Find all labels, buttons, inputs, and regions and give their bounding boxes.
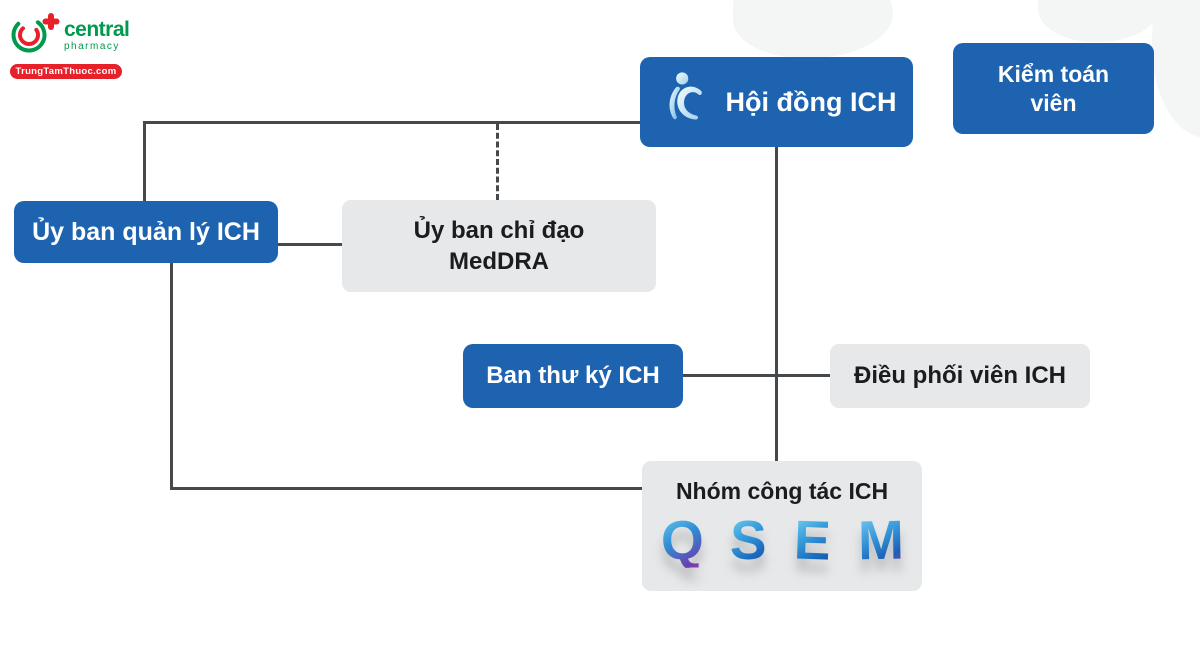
node-label: Ủy ban quản lý ICH [32, 217, 260, 246]
node-label-line1: Ủy ban chỉ đạo [413, 216, 585, 244]
node-auditor: Kiểm toán viên [953, 43, 1154, 134]
connector-dashed-to-meddra [496, 124, 499, 200]
brand-badge: TrungTamThuoc.com [10, 64, 122, 79]
node-label: Kiểm toán viên [997, 60, 1110, 116]
brand-name: central [64, 18, 130, 41]
node-label: Hội đồng ICH [725, 86, 897, 117]
letter-q: Q [659, 508, 705, 572]
node-ich-assembly: Hội đồng ICH [640, 57, 913, 147]
background-map-blob [733, 0, 893, 58]
central-pharmacy-logo: central pharmacy TrungTamThuoc.com [10, 10, 130, 79]
node-label-line2: MedDRA [449, 248, 549, 275]
connector-assembly-to-left [143, 121, 640, 124]
letter-e: E [792, 508, 832, 572]
node-meddra-committee: Ủy ban chỉ đạo MedDRA [342, 200, 656, 292]
node-label: Ban thư ký ICH [486, 362, 660, 389]
node-label: Nhóm công tác ICH [675, 478, 889, 504]
connector-management-to-meddra [278, 243, 342, 246]
node-secretariat: Ban thư ký ICH [463, 344, 683, 408]
background-map-blob [1152, 0, 1200, 138]
connector-to-working-group-left [170, 487, 643, 490]
qsem-3d-letters: Q S E M [659, 508, 905, 572]
connector-secretariat-to-coordinator [683, 374, 830, 377]
brand-subname: pharmacy [64, 41, 120, 52]
background-map-blob [1038, 0, 1160, 42]
node-working-group: Nhóm công tác ICH Q S E M [642, 461, 922, 591]
node-label: Điều phối viên ICH [853, 362, 1066, 389]
letter-m: M [857, 508, 905, 572]
node-management-committee: Ủy ban quản lý ICH [14, 201, 278, 263]
node-coordinator: Điều phối viên ICH [830, 344, 1090, 408]
connector-assembly-to-working-group [775, 147, 778, 461]
ich-figure-icon [657, 70, 713, 135]
connector-down-to-management [143, 121, 146, 202]
central-pharmacy-logo-icon [10, 10, 60, 61]
connector-management-down [170, 263, 173, 490]
letter-s: S [729, 508, 768, 572]
